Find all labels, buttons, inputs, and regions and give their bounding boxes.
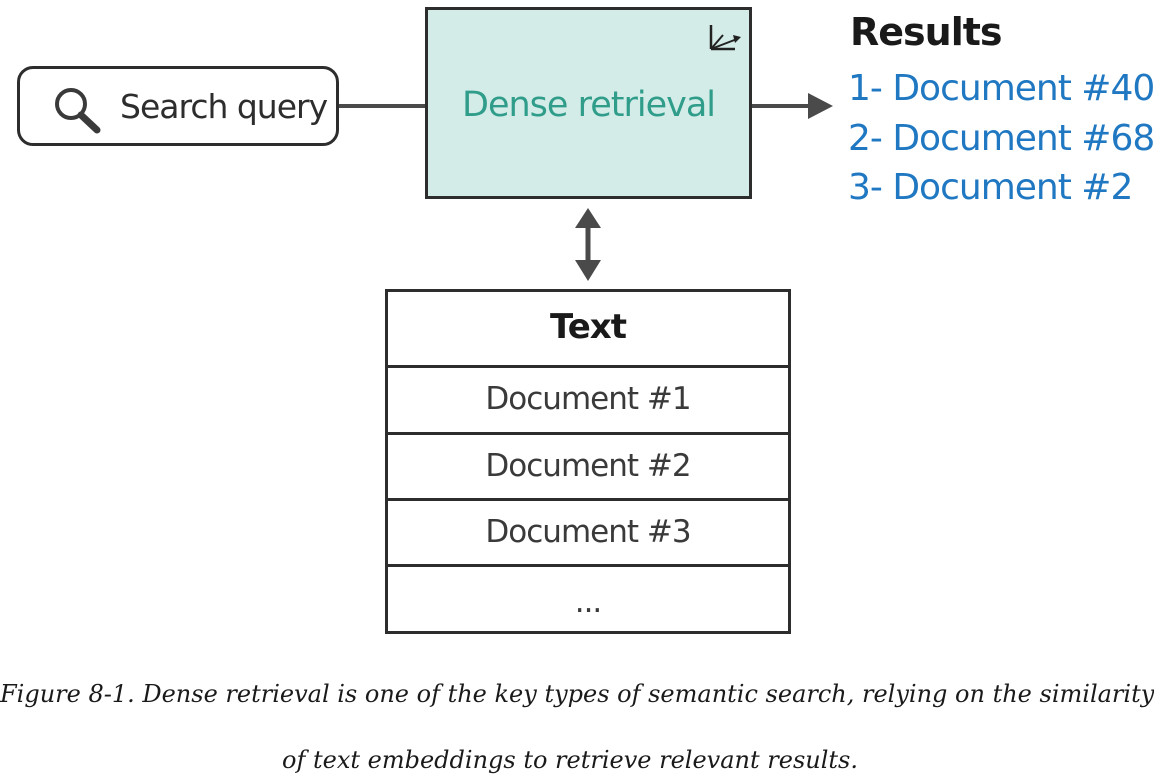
table-divider [388,365,788,368]
table-row: Document #2 [485,448,691,484]
result-item: 3- Document #2 [848,167,1133,208]
table-divider [388,564,788,567]
figure-caption-line-1: Figure 8-1. Dense retrieval is one of th… [0,680,1154,708]
dense-retrieval-box [425,7,752,199]
figure-caption-line-2: of text embeddings to retrieve relevant … [282,746,858,774]
results-title: Results [850,10,1003,54]
table-header: Text [550,307,627,347]
table-row: Document #3 [485,514,691,550]
search-query-label: Search query [120,87,328,126]
table-divider [388,432,788,435]
dense-retrieval-label: Dense retrieval [462,85,716,125]
embedding-axes-icon [709,25,741,51]
text-documents-table: Text Document #1 Document #2 Document #3… [385,289,791,634]
table-divider [388,498,788,501]
table-row: ... [574,584,603,620]
bidirectional-arrow [575,208,601,281]
retrieval-to-results-arrow [752,93,833,119]
result-item: 2- Document #68 [848,118,1154,159]
search-icon [55,88,101,134]
search-query-box [17,66,339,146]
table-row: Document #1 [485,381,691,417]
result-item: 1- Document #40 [848,68,1154,109]
